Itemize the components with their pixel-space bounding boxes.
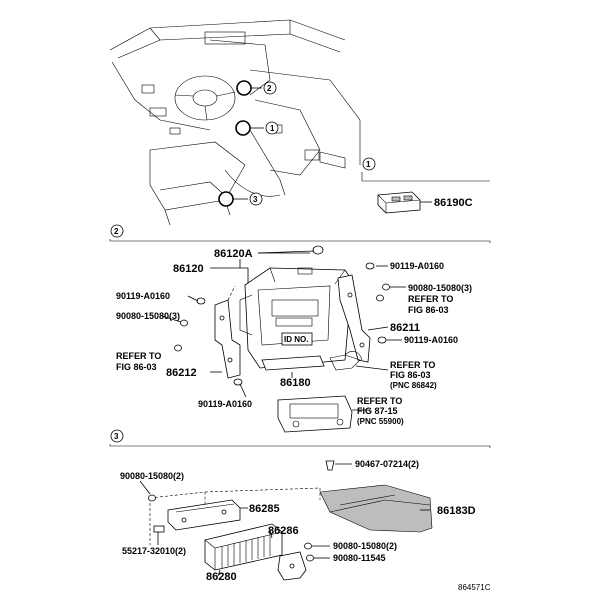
part-number-86190C: 86190C [434, 197, 473, 209]
part-number-90119-A0160-bottom: 90119-A0160 [198, 399, 252, 409]
refer-to-right-3: REFER TO [357, 396, 402, 406]
bolt-90119-A0160-top-right[interactable] [365, 262, 375, 270]
bolt-90080-15080-right[interactable] [376, 283, 390, 302]
left-bracket-86212[interactable] [214, 285, 241, 379]
section-1: 1 86190C [361, 157, 490, 214]
cover-86183D[interactable] [319, 484, 433, 533]
part-number-90080-15080-right: 90080-15080(3) [408, 283, 472, 293]
section-1-marker [362, 157, 376, 171]
part-number-86212: 86212 [166, 367, 197, 379]
vehicle-callout-1[interactable]: 1 [235, 120, 279, 136]
part-number-86280: 86280 [206, 571, 237, 583]
section-2-marker-label: 2 [114, 227, 119, 236]
vehicle-interior-drawing [109, 19, 361, 226]
part-number-90080-11545: 90080-11545 [333, 553, 386, 563]
figure-code: 864571C [458, 583, 491, 592]
refer-pnc-right-2: (PNC 86842) [390, 381, 437, 390]
part-number-86120: 86120 [173, 263, 204, 275]
bolt-90119-A0160-left[interactable] [196, 297, 206, 305]
climate-control-panel[interactable] [277, 395, 353, 433]
section-3: 3 [109, 429, 491, 583]
part-number-90119-A0160-left: 90119-A0160 [116, 291, 170, 301]
part-number-86285: 86285 [249, 503, 280, 515]
unit-86280[interactable] [204, 523, 283, 571]
part-number-90119-A0160-top-right: 90119-A0160 [390, 261, 444, 271]
refer-fig-right-2: FIG 86-03 [390, 370, 431, 380]
part-number-90080-15080-left-s3: 90080-15080(2) [120, 471, 184, 481]
part-number-90119-A0160-right: 90119-A0160 [404, 335, 458, 345]
section-1-marker-label: 1 [366, 160, 371, 169]
refer-pnc-right-3: (PNC 55900) [357, 417, 404, 426]
right-bracket-86211[interactable] [337, 274, 371, 363]
vehicle-callout-3[interactable]: 3 [218, 191, 263, 207]
part-number-90467-07214: 90467-07214(2) [355, 459, 419, 469]
part-number-55217-32010: 55217-32010(2) [122, 546, 186, 556]
callout-label: 2 [267, 84, 272, 93]
section-3-marker-label: 3 [114, 432, 119, 441]
center-panel-86120[interactable]: ID NO. [239, 267, 353, 369]
module-86180[interactable] [261, 355, 325, 371]
bolt-90080-11545[interactable] [306, 554, 314, 562]
section-3-marker [110, 429, 124, 443]
refer-fig-right-1: FIG 86-03 [408, 305, 449, 315]
bracket-86286[interactable] [277, 551, 307, 581]
refer-to-right-2: REFER TO [390, 360, 435, 370]
part-number-90080-15080-right-s3: 90080-15080(2) [333, 541, 397, 551]
refer-to-right-1: REFER TO [408, 294, 453, 304]
part-number-90080-15080-left: 90080-15080(3) [116, 311, 180, 321]
section-2-marker [110, 224, 124, 238]
clip-55217-32010[interactable] [153, 525, 165, 533]
refer-fig-right-3: FIG 87-15 [357, 406, 398, 416]
part-number-86180: 86180 [280, 377, 311, 389]
id-plate [281, 332, 313, 346]
switch-86190C[interactable] [377, 191, 421, 214]
grommet-86120A[interactable] [312, 245, 324, 255]
callout-label: 1 [270, 124, 275, 133]
bolt-90080-15080-left-s3[interactable] [148, 494, 156, 502]
part-number-86120A: 86120A [214, 248, 253, 260]
wire-harness-connector[interactable] [329, 351, 363, 371]
clip-90467-07214[interactable] [325, 460, 335, 471]
callout-label: 3 [253, 195, 258, 204]
vehicle-callout-2[interactable]: 2 [236, 80, 277, 96]
refer-to-left: REFER TO [116, 351, 161, 361]
bolt-90080-15080-right-s3[interactable] [304, 542, 312, 550]
bracket-86285[interactable] [167, 499, 241, 531]
part-number-86286: 86286 [268, 525, 299, 537]
section-2: 2 ID NO. [109, 224, 491, 433]
bolt-90080-15080-left[interactable] [174, 319, 188, 352]
bolt-90119-A0160-bottom[interactable] [233, 378, 243, 386]
id-plate-label: ID NO. [284, 335, 308, 344]
bolt-90119-A0160-right[interactable] [377, 336, 387, 344]
part-number-86183D: 86183D [437, 505, 476, 517]
part-number-86211: 86211 [390, 322, 420, 334]
refer-fig-left: FIG 86-03 [116, 362, 157, 372]
